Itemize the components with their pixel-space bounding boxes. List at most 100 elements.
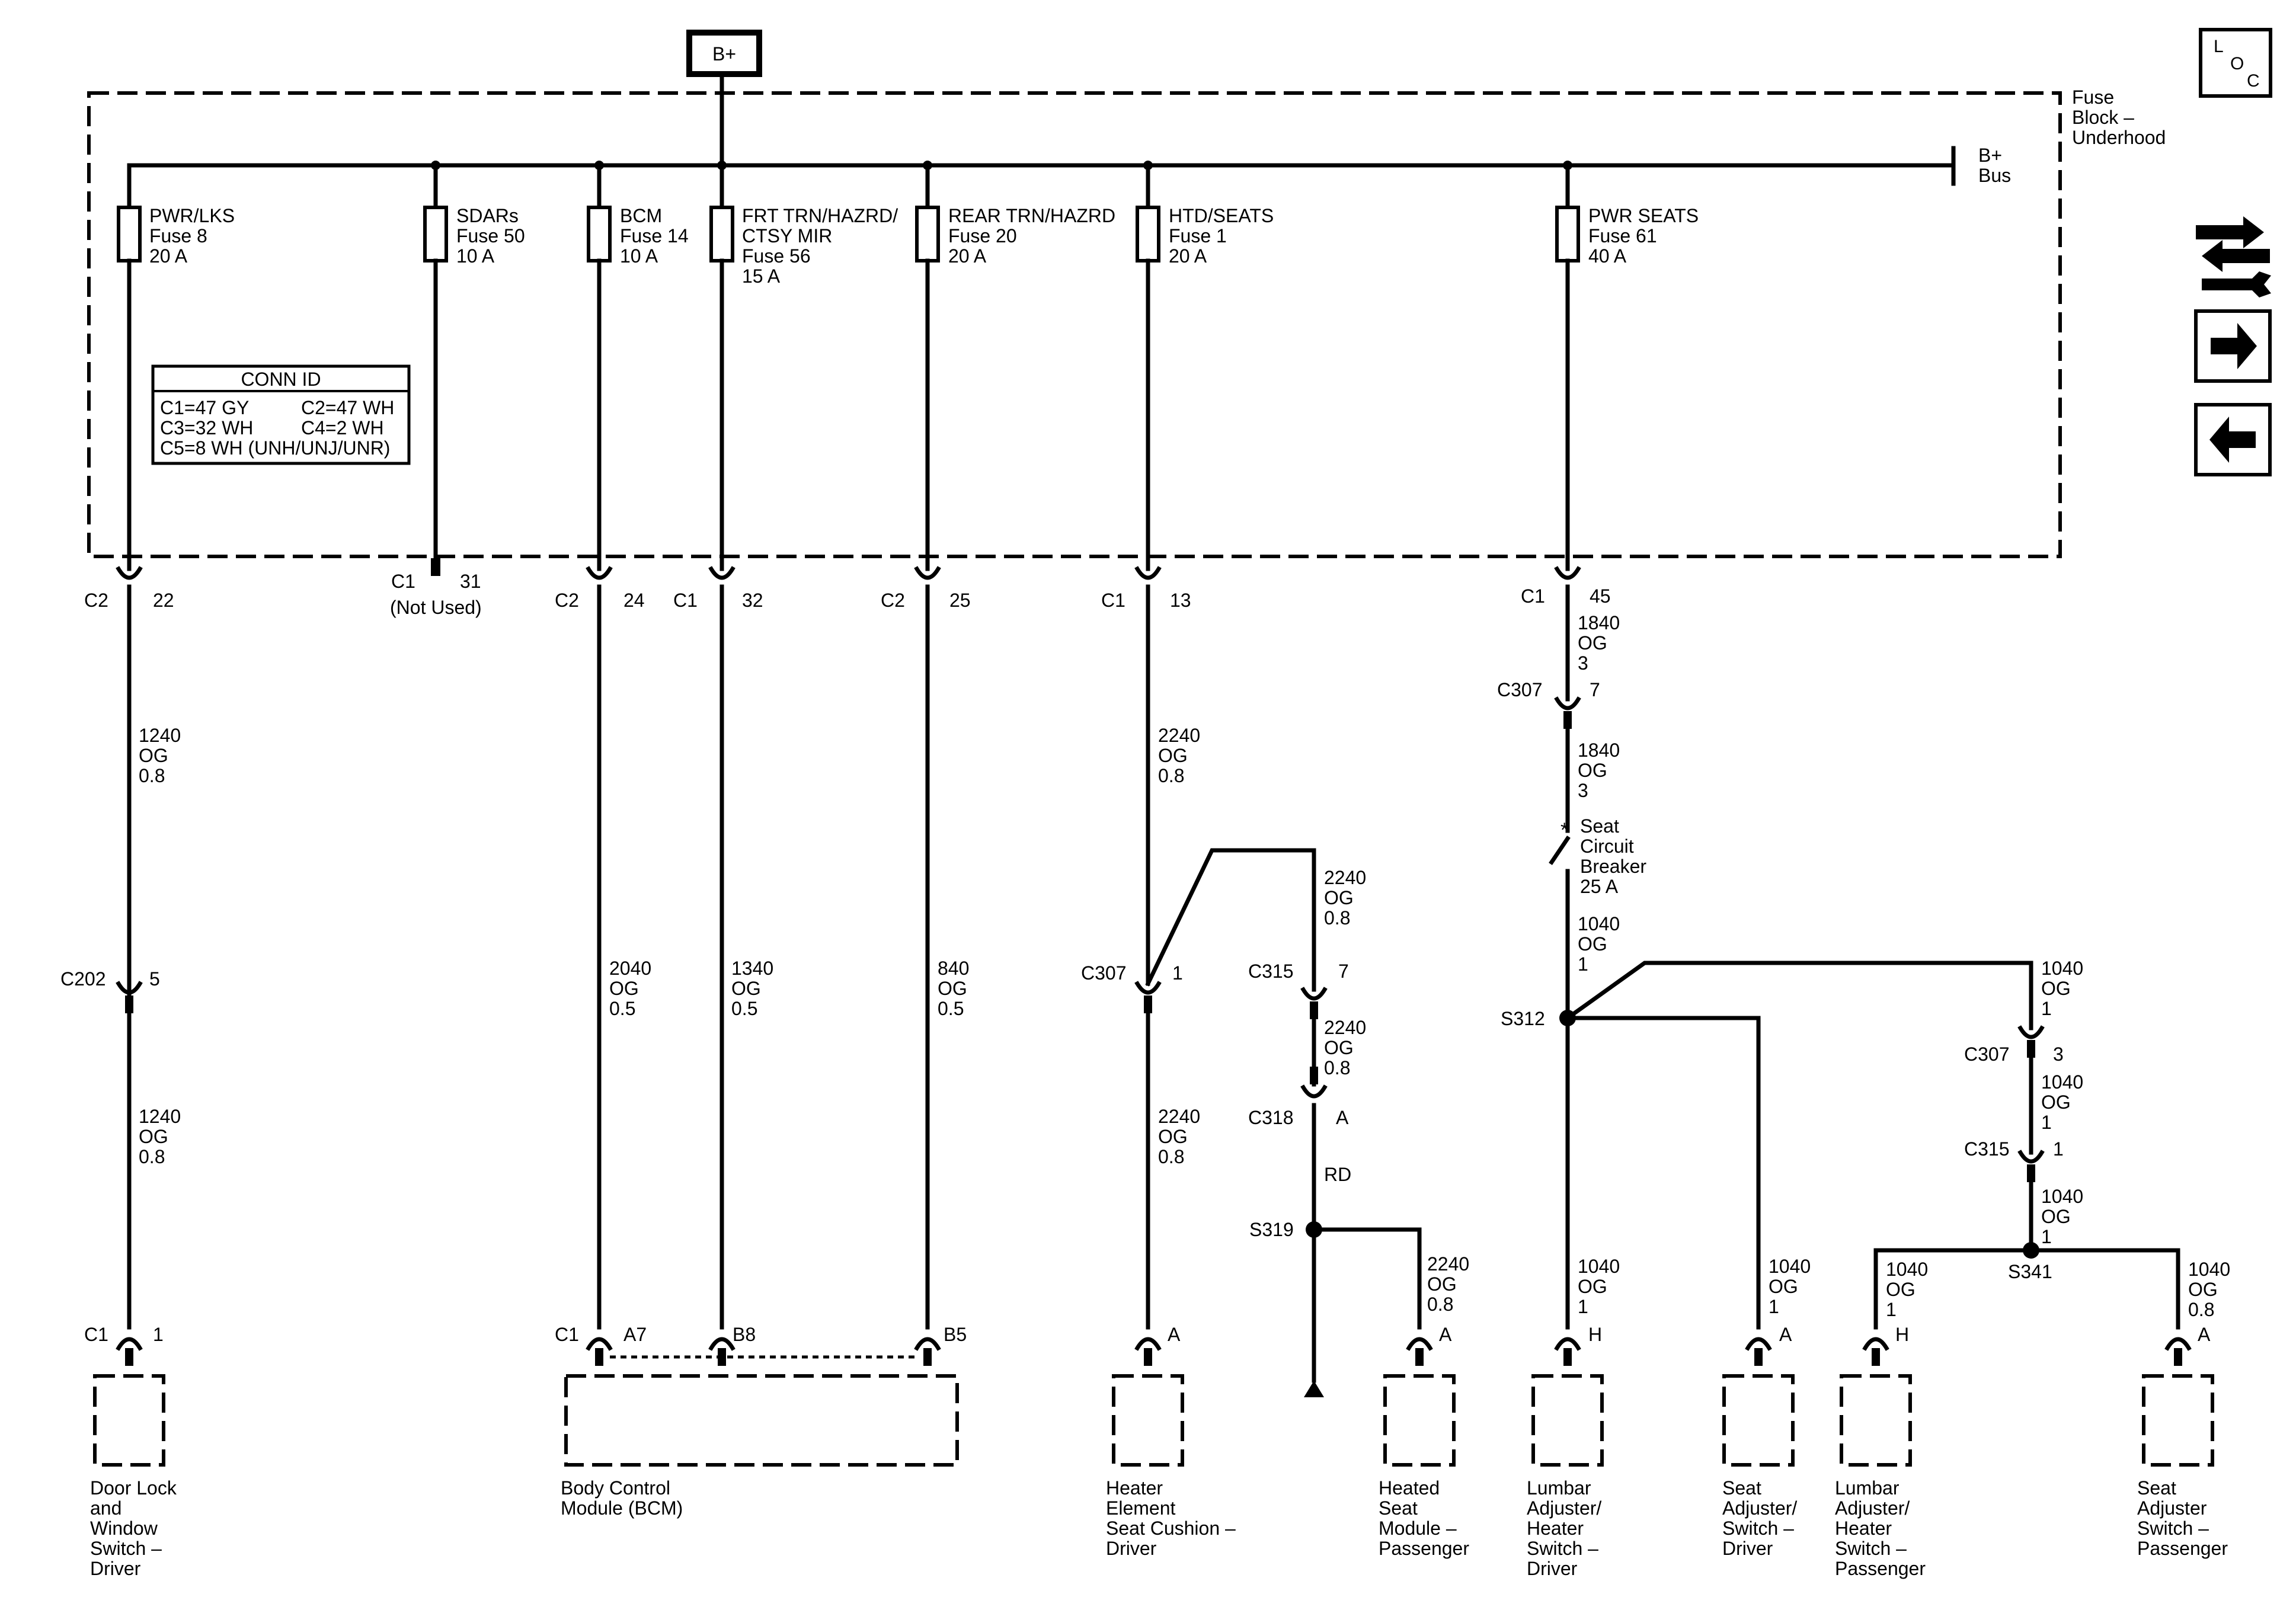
component-conn: C1 bbox=[555, 1324, 579, 1345]
component-name: Adjuster/ bbox=[1835, 1497, 1910, 1519]
wire-gauge: 0.8 bbox=[1324, 907, 1350, 929]
wire-gauge: 0.8 bbox=[2188, 1299, 2214, 1320]
c315-conn: C315 bbox=[1964, 1138, 2010, 1160]
component-name: Driver bbox=[1722, 1538, 1773, 1559]
c202-conn: C202 bbox=[60, 968, 106, 990]
pin-conn: C2 bbox=[555, 590, 579, 611]
component-pin: 1 bbox=[153, 1324, 164, 1345]
back-arrow-icon[interactable] bbox=[2194, 403, 2272, 476]
wire-gauge: 0.8 bbox=[1427, 1294, 1453, 1315]
fuse-rating: 20 A bbox=[149, 245, 188, 267]
wire-color: OG bbox=[1324, 1037, 1354, 1058]
fuse-rating: 10 A bbox=[456, 245, 495, 267]
component-lumbar-passenger: H Lumbar Adjuster/ Heater Switch – Passe… bbox=[1835, 1324, 1926, 1579]
fuse-pwr-lks: PWR/LKS Fuse 8 20 A bbox=[117, 163, 235, 571]
component-name: Heater bbox=[1527, 1518, 1584, 1539]
c202-pin: 5 bbox=[149, 968, 160, 990]
bus-label: B+ Bus bbox=[1978, 145, 2011, 186]
component-pin: A7 bbox=[623, 1324, 647, 1345]
bcm-wire-labels: 2040 OG 0.5 1340 OG 0.5 840 OG 0.5 bbox=[609, 958, 969, 1019]
fuse-block-label: Fuse Block – Underhood bbox=[2072, 87, 2166, 148]
wire-circuit: 1040 bbox=[1769, 1256, 1811, 1277]
wire-gauge: 0.8 bbox=[139, 1146, 165, 1167]
component-pin: B5 bbox=[944, 1324, 967, 1345]
wire-color: OG bbox=[1769, 1276, 1798, 1297]
fuse-number: Fuse 61 bbox=[1588, 225, 1657, 247]
wire-circuit: 2240 bbox=[1158, 1106, 1200, 1127]
fuse-block-label-3: Underhood bbox=[2072, 127, 2166, 148]
component-name: Passenger bbox=[2137, 1538, 2228, 1559]
pin-note: (Not Used) bbox=[390, 597, 482, 618]
component-name: Seat bbox=[2137, 1477, 2176, 1499]
fuse-frt-trn: FRT TRN/HAZRD/ CTSY MIR Fuse 56 15 A bbox=[709, 163, 898, 571]
component-name: Seat bbox=[1379, 1497, 1418, 1519]
component-pin: A bbox=[1439, 1324, 1452, 1345]
component-name: Module – bbox=[1379, 1518, 1457, 1539]
c307-pin: 7 bbox=[1590, 679, 1600, 700]
s312-label: S312 bbox=[1501, 1008, 1545, 1029]
door-lock-circuit: C202 5 1240 OG 0.8 1240 OG 0.8 bbox=[60, 725, 181, 1167]
c318-pin: A bbox=[1336, 1107, 1349, 1128]
component-name: Seat bbox=[1722, 1477, 1761, 1499]
pin-conn: C2 bbox=[881, 590, 905, 611]
fuse-block-outline bbox=[87, 91, 2062, 558]
fuse-number: Fuse 1 bbox=[1169, 225, 1227, 247]
wire-gauge: 0.8 bbox=[139, 765, 165, 786]
wire-gauge: 3 bbox=[1578, 780, 1588, 801]
fuse-rating: 20 A bbox=[948, 245, 987, 267]
tools-icon[interactable] bbox=[2196, 216, 2271, 297]
svg-text:*: * bbox=[1560, 819, 1568, 841]
wire-gauge: 1 bbox=[1578, 953, 1588, 975]
pin-conn: C1 bbox=[391, 571, 415, 592]
pin-number: 24 bbox=[623, 590, 645, 611]
fuse-block-label-1: Fuse bbox=[2072, 87, 2114, 108]
component-name: Switch – bbox=[90, 1538, 162, 1559]
wire-color: OG bbox=[1578, 632, 1607, 654]
wire-color: OG bbox=[2041, 1092, 2071, 1113]
wire-circuit: 1040 bbox=[1578, 1256, 1620, 1277]
wire-gauge: 0.8 bbox=[1324, 1057, 1350, 1078]
c307-pin: 3 bbox=[2053, 1044, 2064, 1065]
fuse-label-2: CTSY MIR bbox=[742, 225, 832, 247]
pin-number: 32 bbox=[742, 590, 763, 611]
wire-gauge: 1 bbox=[1886, 1299, 1897, 1320]
wire-color: OG bbox=[731, 978, 761, 999]
wire-gauge: 3 bbox=[1578, 652, 1588, 674]
component-door-lock-switch: C1 1 Door Lock and Window Switch – Drive… bbox=[84, 1324, 177, 1579]
component-name: Heater bbox=[1835, 1518, 1892, 1539]
heated-seat-circuit: 2240 OG 0.8 C307 1 2240 OG 0.8 2240 OG 0… bbox=[1081, 584, 1469, 1397]
component-name: Adjuster bbox=[2137, 1497, 2207, 1519]
conn-id-cell: C5=8 WH (UNH/UNJ/UNR) bbox=[160, 437, 390, 459]
loc-icon[interactable]: L O C bbox=[2199, 28, 2272, 98]
pin-number: 25 bbox=[949, 590, 971, 611]
wire-color: OG bbox=[2041, 978, 2071, 999]
conn-id-cell: C4=2 WH bbox=[301, 417, 384, 438]
component-name: Driver bbox=[90, 1558, 141, 1579]
wire-color: OG bbox=[1158, 1126, 1188, 1147]
pin-conn: C2 bbox=[84, 590, 108, 611]
wire-circuit: 1240 bbox=[139, 725, 181, 746]
fuse-label: FRT TRN/HAZRD/ bbox=[742, 205, 898, 226]
wire-gauge: 1 bbox=[2041, 998, 2052, 1019]
component-pin: H bbox=[1895, 1324, 1909, 1345]
wire-color: OG bbox=[1578, 1276, 1607, 1297]
c318-conn: C318 bbox=[1248, 1107, 1294, 1128]
fuse-block-label-2: Block – bbox=[2072, 107, 2134, 128]
wire-gauge: 1 bbox=[1578, 1296, 1588, 1317]
fuse-number: Fuse 14 bbox=[620, 225, 689, 247]
wire-circuit: 1040 bbox=[2041, 1071, 2083, 1093]
s319-label: S319 bbox=[1249, 1219, 1294, 1240]
fuse-label: HTD/SEATS bbox=[1169, 205, 1274, 226]
wire-color: OG bbox=[1427, 1273, 1457, 1295]
loc-letter: C bbox=[2247, 71, 2260, 91]
fuse-pwr-seats: PWR SEATS Fuse 61 40 A bbox=[1555, 163, 1699, 571]
wire-color: OG bbox=[609, 978, 639, 999]
component-lumbar-driver: H Lumbar Adjuster/ Heater Switch – Drive… bbox=[1527, 1324, 1604, 1579]
b-plus-label: B+ bbox=[712, 43, 736, 65]
pin-number: 31 bbox=[460, 571, 481, 592]
s341-label: S341 bbox=[2008, 1261, 2052, 1282]
wire-gauge: 1 bbox=[1769, 1296, 1779, 1317]
next-arrow-icon[interactable] bbox=[2194, 309, 2272, 383]
pin-number: 13 bbox=[1170, 590, 1191, 611]
wire-circuit: 1040 bbox=[2041, 958, 2083, 979]
